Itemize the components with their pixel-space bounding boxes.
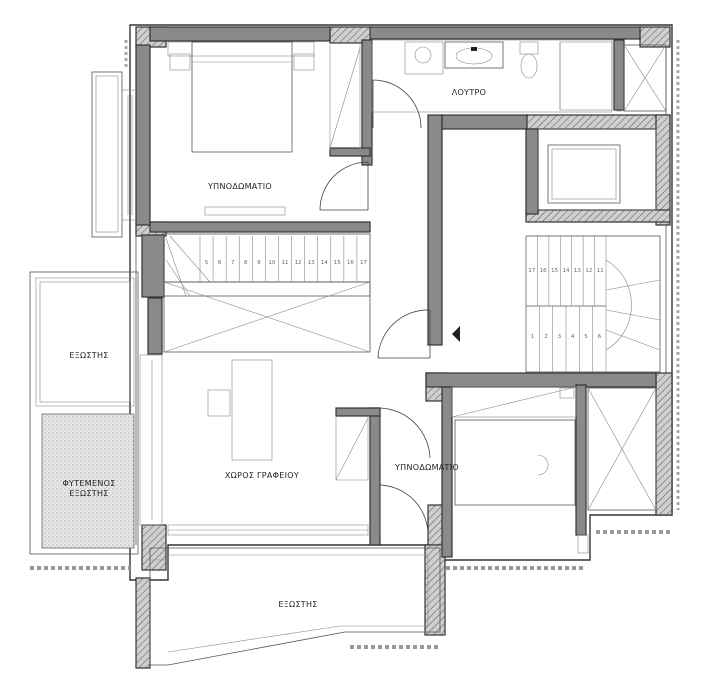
stair-step-number: 7 <box>231 260 235 266</box>
bathroom-fixtures <box>371 39 667 113</box>
lift-shaft <box>537 128 657 211</box>
doors-middle <box>377 309 460 536</box>
stair-step-number: 17 <box>528 268 535 274</box>
void-left <box>163 281 371 353</box>
stairs-right <box>525 235 661 373</box>
stair-step-number: 2 <box>544 334 548 340</box>
bedroom-bottom-furniture <box>451 386 589 554</box>
walls <box>135 26 657 558</box>
columns <box>135 26 673 669</box>
office-furniture <box>139 354 369 536</box>
stair-step-number: 13 <box>308 260 315 266</box>
terrace-right <box>587 387 657 511</box>
label-planted-veranda-1: ΦΥΤΕΜΕΝΟΣ <box>62 479 115 488</box>
stair-step-number: 12 <box>585 268 592 274</box>
room-labels: ΥΠΝΟΔΩΜΑΤΙΟ ΛΟΥΤΡΟ ΕΞΩΣΤΗΣ ΦΥΤΕΜΕΝΟΣ ΕΞΩ… <box>62 88 486 609</box>
stair-step-number: 8 <box>244 260 248 266</box>
stair-step-number: 11 <box>282 260 289 266</box>
stair-step-number: 10 <box>268 260 275 266</box>
balcony-left-window <box>91 71 136 238</box>
label-veranda-bottom: ΕΞΩΣΤΗΣ <box>278 600 317 609</box>
stair-step-number: 11 <box>597 268 604 274</box>
stair-step-number: 6 <box>598 334 602 340</box>
stair-step-number: 14 <box>321 260 328 266</box>
label-veranda-left: ΕΞΩΣΤΗΣ <box>69 351 108 360</box>
stair-step-number: 15 <box>334 260 341 266</box>
stair-step-number: 6 <box>218 260 222 266</box>
bed-top <box>167 41 361 216</box>
balcony-bottom <box>149 547 441 666</box>
stair-step-number: 3 <box>558 334 562 340</box>
stair-step-number: 16 <box>540 268 547 274</box>
stair-step-number: 13 <box>574 268 581 274</box>
doors-top <box>319 79 422 211</box>
stair-step-number: 15 <box>551 268 558 274</box>
label-bathroom: ΛΟΥΤΡΟ <box>452 88 486 97</box>
label-bedroom-top: ΥΠΝΟΔΩΜΑΤΙΟ <box>207 182 272 191</box>
stair-step-number: 16 <box>347 260 354 266</box>
stair-step-number: 5 <box>584 334 588 340</box>
stair-step-number: 12 <box>295 260 302 266</box>
ground-lines <box>30 40 680 649</box>
veranda-left <box>29 271 139 555</box>
label-planted-veranda-2: ΕΞΩΣΤΗΣ <box>69 489 108 498</box>
label-bedroom-bottom: ΥΠΝΟΔΩΜΑΤΙΟ <box>394 463 459 472</box>
stair-step-number: 1 <box>531 334 535 340</box>
stair-step-number: 5 <box>205 260 209 266</box>
stair-step-number: 17 <box>360 260 367 266</box>
stair-step-number: 14 <box>563 268 570 274</box>
stair-step-number: 9 <box>257 260 261 266</box>
label-office: ΧΩΡΟΣ ΓΡΑΦΕΙΟΥ <box>225 471 299 480</box>
building-outline <box>129 24 673 581</box>
stair-step-number: 4 <box>571 334 575 340</box>
